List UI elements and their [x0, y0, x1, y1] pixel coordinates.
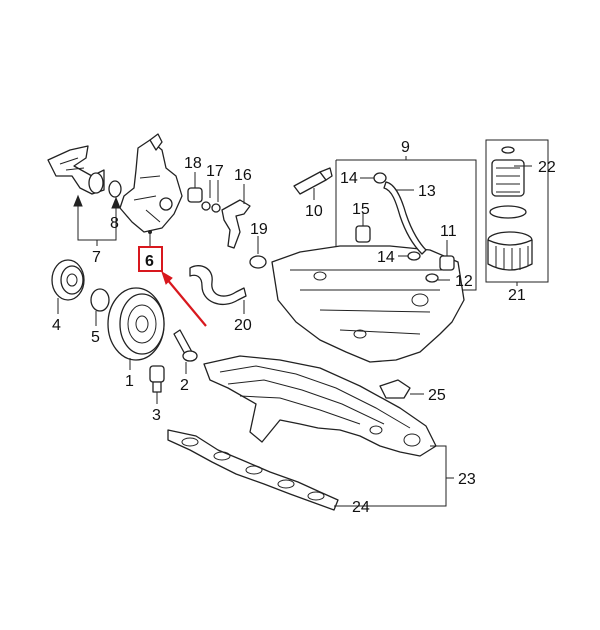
dipstick-tube-part-13: [383, 181, 427, 255]
intake-gasket-part-24: [167, 429, 339, 511]
plug-part-15: [355, 225, 371, 243]
callout-13: 13: [418, 183, 436, 200]
callout-15: 15: [352, 201, 370, 218]
callout-25: 25: [428, 387, 446, 404]
bolt-part-3: [149, 365, 165, 393]
o-ring-part-14-low: [407, 251, 421, 261]
callout-11: 11: [440, 223, 457, 240]
bolt-part-2: [173, 329, 198, 362]
callout-20: 20: [234, 317, 252, 334]
hose-part-20: [189, 265, 247, 305]
filter-seal-ring: [489, 205, 527, 219]
pulley-part-4: [51, 259, 85, 301]
seal-part-5: [90, 288, 110, 312]
callout-2: 2: [180, 377, 189, 394]
crank-pulley-part-1: [107, 287, 165, 361]
callout-21: 21: [508, 287, 526, 304]
callout-6: 6: [145, 253, 154, 270]
callout-5: 5: [91, 329, 100, 346]
sensor-part-18: [187, 187, 203, 203]
callout-7: 7: [92, 249, 101, 266]
callout-18: 18: [184, 155, 202, 172]
water-pump-housing-part: [119, 133, 183, 233]
callout-16: 16: [234, 167, 252, 184]
callout-24: 24: [352, 499, 370, 516]
callout-9: 9: [401, 139, 410, 156]
callout-22: 22: [538, 159, 556, 176]
highlight-arrow: [161, 270, 207, 327]
seal-ring-part: [108, 180, 122, 198]
oil-filter-part-22: [491, 146, 525, 197]
callout-8: 8: [110, 215, 119, 232]
washer-part-12: [425, 273, 439, 283]
callout-3: 3: [152, 407, 161, 424]
callout-bracket-23: [344, 445, 447, 507]
intake-manifold-part-23: [203, 355, 437, 457]
callout-10: 10: [305, 203, 323, 220]
bolts-part-17: [201, 201, 221, 213]
group-bracket-21: [485, 139, 549, 283]
callout-12: 12: [455, 273, 473, 290]
bracket-part-16: [221, 199, 251, 249]
sensor-part-25: [379, 379, 411, 399]
callout-1: 1: [125, 373, 134, 390]
callout-4: 4: [52, 317, 61, 334]
callout-19: 19: [250, 221, 268, 238]
highlight-box-part-6: [138, 246, 163, 272]
sealant-tube-part-10: [293, 167, 333, 195]
drain-plug-part-11: [439, 255, 455, 271]
filter-cap-part: [487, 231, 533, 271]
thermostat-housing-part: [47, 145, 105, 195]
o-ring-part-14-top: [373, 172, 387, 184]
callout-23: 23: [458, 471, 476, 488]
o-ring-part-19: [249, 255, 267, 269]
callout-14-low: 14: [377, 249, 395, 266]
callout-17: 17: [206, 163, 224, 180]
oil-pan-part: [271, 245, 465, 363]
callout-14-top: 14: [340, 170, 358, 187]
